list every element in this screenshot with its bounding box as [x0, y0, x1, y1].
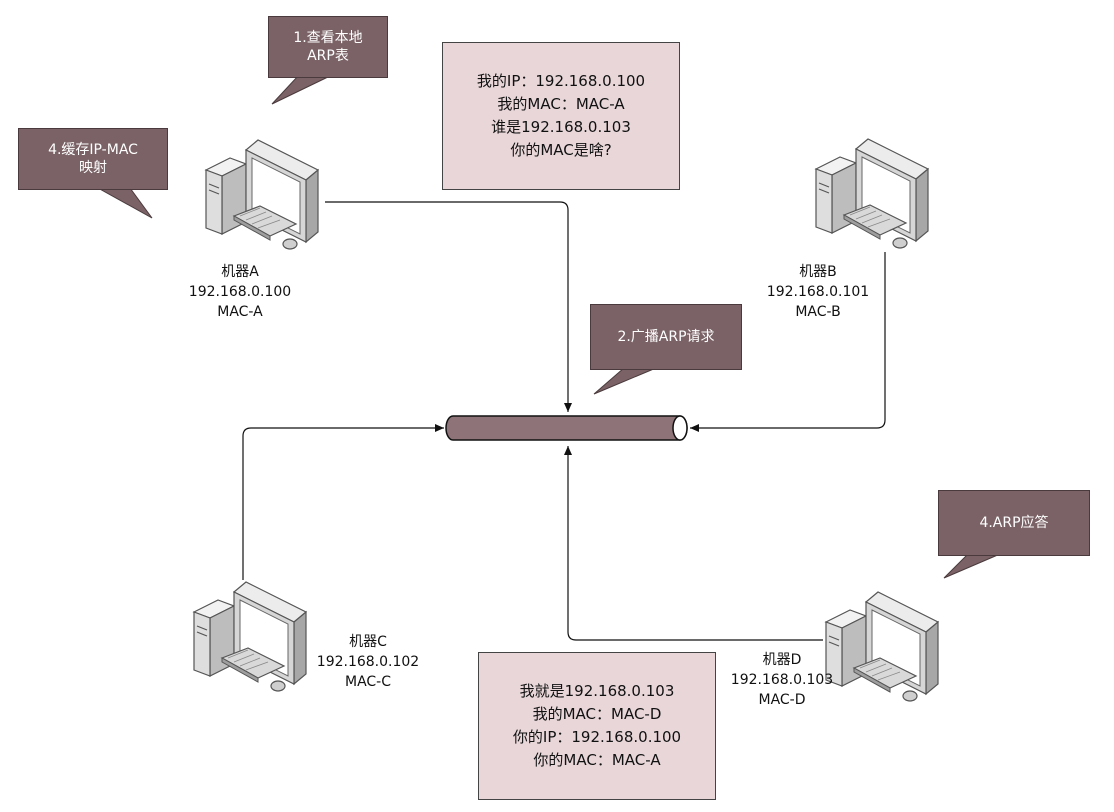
callout-text: ARP表 — [307, 48, 349, 64]
note-line: 我的MAC：MAC-D — [532, 705, 662, 723]
machine-mac: MAC-D — [758, 692, 806, 708]
callout-check-arp-table: 1.查看本地 ARP表 — [268, 16, 388, 106]
callout-broadcast-arp-request: 2.广播ARP请求 — [590, 304, 742, 396]
desktop-computer-icon — [820, 588, 945, 710]
desktop-computer-icon — [188, 578, 313, 700]
connector-c-to-bus — [242, 424, 444, 580]
callout-text: 4.缓存IP-MAC — [48, 142, 138, 158]
machine-name: 机器C — [349, 634, 387, 650]
desktop-computer-icon — [200, 136, 325, 258]
callout-text: 1.查看本地 — [293, 30, 363, 46]
note-line: 谁是192.168.0.103 — [491, 118, 631, 136]
desktop-computer-icon — [810, 135, 935, 257]
note-line: 我的IP：192.168.0.100 — [476, 72, 646, 90]
machine-a-label: 机器A 192.168.0.100 MAC-A — [170, 262, 310, 322]
machine-ip: 192.168.0.100 — [188, 284, 292, 300]
machine-mac: MAC-A — [217, 304, 263, 320]
machine-mac: MAC-B — [795, 304, 841, 320]
machine-d-label: 机器D 192.168.0.103 MAC-D — [712, 650, 852, 710]
machine-ip: 192.168.0.101 — [766, 284, 870, 300]
arp-reply-note: 我就是192.168.0.103 我的MAC：MAC-D 你的IP：192.16… — [478, 652, 716, 800]
callout-arp-reply: 4.ARP应答 — [938, 490, 1090, 580]
note-line: 你的MAC：MAC-A — [533, 751, 661, 769]
note-line: 我的MAC：MAC-A — [497, 95, 625, 113]
machine-name: 机器A — [221, 264, 259, 280]
callout-text: 4.ARP应答 — [979, 515, 1049, 531]
note-line: 我就是192.168.0.103 — [519, 682, 675, 700]
note-line: 你的MAC是啥? — [510, 141, 612, 159]
connector-d-to-bus — [564, 446, 823, 641]
connector-b-to-bus — [690, 252, 886, 432]
callout-text: 映射 — [78, 160, 107, 176]
callout-text: 2.广播ARP请求 — [617, 329, 715, 345]
machine-b-label: 机器B 192.168.0.101 MAC-B — [748, 262, 888, 322]
arp-request-note: 我的IP：192.168.0.100 我的MAC：MAC-A 谁是192.168… — [442, 42, 680, 190]
network-bus — [445, 415, 688, 441]
note-line: 你的IP：192.168.0.100 — [512, 728, 682, 746]
machine-mac: MAC-C — [344, 674, 391, 690]
machine-name: 机器D — [762, 652, 802, 668]
machine-c-label: 机器C 192.168.0.102 MAC-C — [298, 632, 438, 692]
machine-name: 机器B — [799, 264, 837, 280]
machine-ip: 192.168.0.103 — [730, 672, 834, 688]
machine-ip: 192.168.0.102 — [316, 654, 420, 670]
callout-cache-ip-mac: 4.缓存IP-MAC 映射 — [18, 128, 168, 220]
connector-a-to-bus — [325, 201, 572, 412]
